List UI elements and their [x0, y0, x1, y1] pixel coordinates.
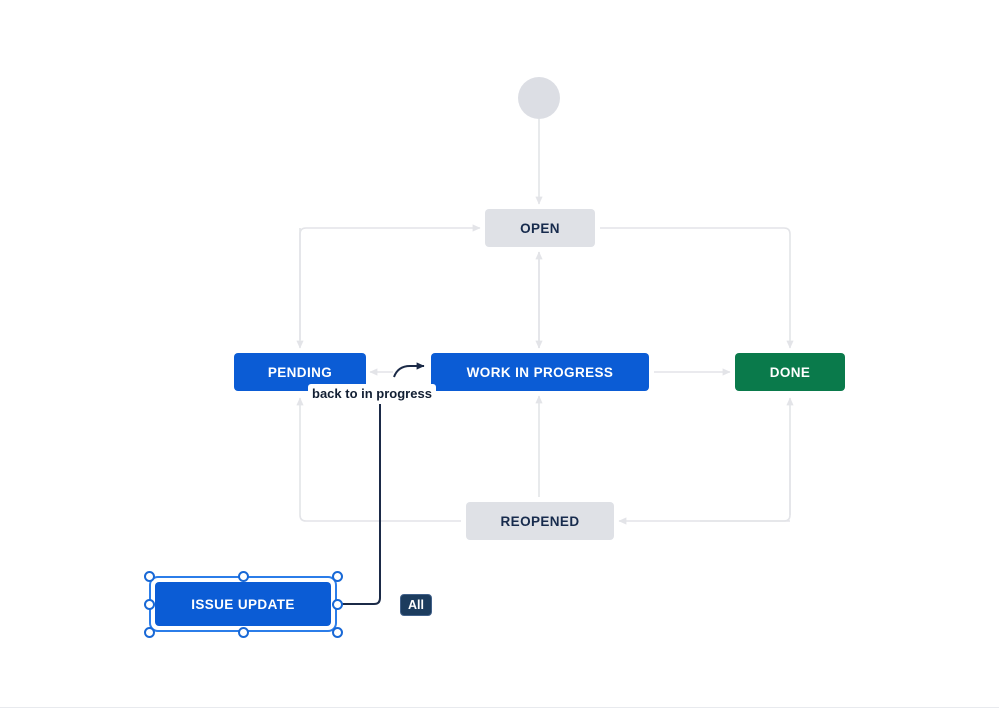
edge-back-to-in-progress-arrow [393, 362, 425, 378]
node-open-label: OPEN [520, 220, 560, 236]
start-node-circle[interactable] [518, 77, 560, 119]
node-work-in-progress-label: WORK IN PROGRESS [466, 364, 614, 380]
node-open[interactable]: OPEN [485, 209, 595, 247]
resize-handle-bottom-left[interactable] [143, 626, 155, 638]
node-reopened-label: REOPENED [500, 513, 580, 529]
resize-handle-bottom-center[interactable] [237, 626, 249, 638]
resize-handle-top-center[interactable] [237, 570, 249, 582]
edge-open-to-done [600, 227, 794, 349]
resize-handle-middle-left[interactable] [143, 598, 155, 610]
node-done-label: DONE [769, 364, 811, 380]
resize-handle-top-left[interactable] [143, 570, 155, 582]
resize-handle-bottom-right[interactable] [331, 626, 343, 638]
edge-rail-right-corner [700, 450, 791, 522]
edge-label-back-to-in-progress[interactable]: back to in progress [308, 384, 436, 403]
node-done[interactable]: DONE [735, 353, 845, 391]
badge-all[interactable]: All [400, 594, 432, 616]
node-issue-update-label: ISSUE UPDATE [191, 596, 295, 612]
node-pending-label: PENDING [267, 364, 333, 380]
node-work-in-progress[interactable]: WORK IN PROGRESS [431, 353, 649, 391]
node-issue-update[interactable]: ISSUE UPDATE [155, 582, 331, 626]
resize-handle-top-right[interactable] [331, 570, 343, 582]
node-reopened[interactable]: REOPENED [466, 502, 614, 540]
edge-reopened-to-pending [296, 397, 461, 522]
edge-rail-left-to-open [299, 224, 481, 340]
selected-node-issue-update[interactable]: ISSUE UPDATE [143, 570, 343, 638]
edge-issue-update-to-wip [337, 404, 381, 605]
bottom-divider [0, 707, 999, 708]
resize-handle-middle-right[interactable] [331, 598, 343, 610]
